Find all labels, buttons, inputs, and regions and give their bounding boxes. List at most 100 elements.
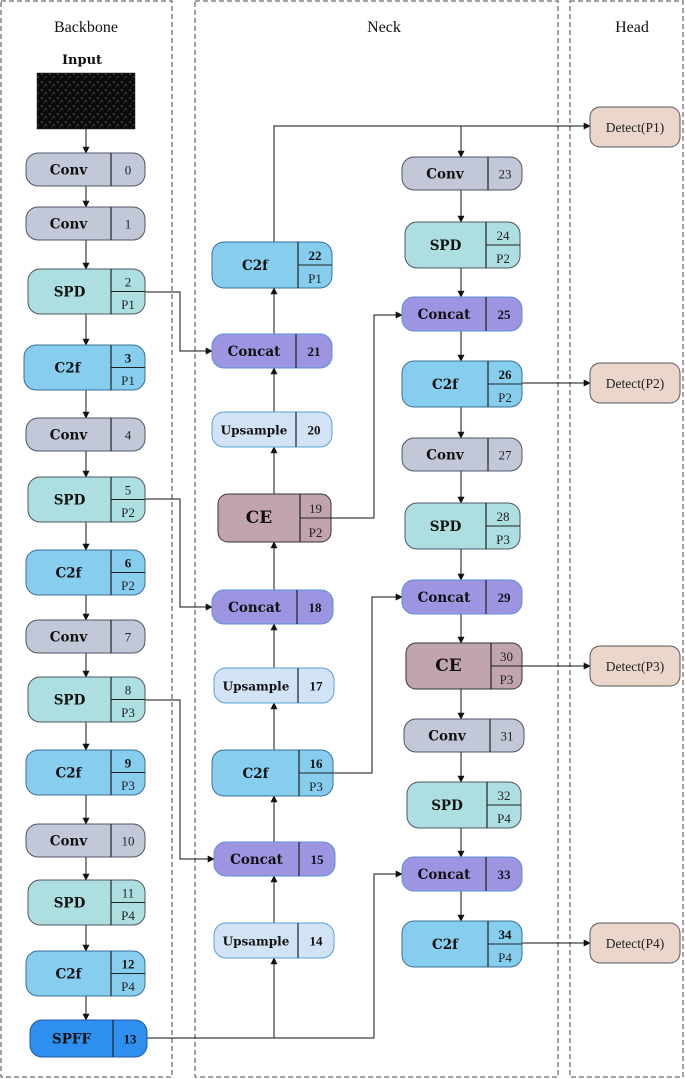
block-name: C2f: [243, 766, 270, 782]
block-box: [25, 152, 146, 187]
detect-label: Detect(P4): [606, 936, 664, 951]
block-name: Conv: [50, 163, 89, 179]
block-scale: P3: [496, 532, 510, 547]
block-name: C2f: [56, 967, 83, 983]
block-name: SPD: [430, 519, 462, 535]
block-name: Conv: [50, 630, 89, 646]
block-scale: P2: [121, 578, 135, 593]
input-label: Input: [62, 53, 102, 68]
block-conv-1: Conv 1: [25, 206, 146, 241]
block-name: CE: [435, 656, 462, 676]
block-name: C2f: [56, 566, 83, 582]
block-name: SPD: [54, 493, 86, 509]
block-name: C2f: [242, 258, 269, 274]
block-scale: P4: [121, 979, 135, 994]
block-conv-10: Conv 10: [25, 823, 146, 858]
block-name: Conv: [426, 167, 465, 183]
block-index: 12: [122, 957, 135, 972]
detect-box: [589, 645, 681, 687]
detect-box: [589, 362, 681, 404]
block-box: [211, 589, 334, 625]
block-index: 20: [308, 423, 321, 438]
block-index: 0: [125, 163, 132, 178]
block-index: 27: [499, 448, 513, 463]
block-index: 10: [122, 834, 135, 849]
block-name: SPD: [431, 798, 463, 814]
edge-arrow: [331, 311, 403, 519]
block-index: 13: [124, 1032, 138, 1047]
block-index: 3: [125, 351, 132, 366]
block-index: 6: [125, 556, 132, 571]
block-index: 19: [309, 501, 322, 516]
detect-label: Detect(P1): [606, 120, 664, 135]
block-name: Upsample: [221, 424, 288, 438]
detect-label: Detect(P3): [606, 659, 664, 674]
block-scale: P3: [121, 705, 135, 720]
block-box: [25, 619, 146, 654]
block-name: Conv: [50, 428, 89, 444]
head-frame: [569, 0, 684, 1078]
block-name: Conv: [50, 217, 89, 233]
backbone-title: Backbone: [54, 19, 118, 36]
input-image: [36, 72, 136, 130]
block-scale: P3: [500, 672, 514, 687]
block-name: Conv: [50, 834, 89, 850]
block-index: 5: [125, 483, 132, 498]
block-name: Upsample: [223, 935, 290, 949]
block-name: Concat: [228, 344, 282, 360]
block-box: [211, 333, 333, 369]
block-name: Conv: [426, 448, 465, 464]
neck-frame: [194, 0, 559, 1078]
block-scale: P2: [121, 505, 135, 520]
block-box: [213, 667, 335, 704]
block-index: 23: [499, 167, 512, 182]
block-box: [401, 856, 523, 892]
block-name: SPD: [54, 896, 86, 912]
block-name: Concat: [228, 600, 282, 616]
block-scale: P3: [309, 779, 323, 794]
block-index: 7: [125, 630, 132, 645]
block-box: [401, 296, 523, 332]
block-name: Concat: [418, 590, 472, 606]
block-index: 32: [498, 788, 511, 803]
block-conv-0: Conv 0: [25, 152, 146, 187]
block-upsample-20: Upsample 20: [211, 411, 333, 448]
block-index: 1: [125, 217, 132, 232]
backbone-frame: [0, 0, 173, 1078]
block-box: [25, 823, 146, 858]
block-index: 21: [308, 344, 321, 359]
edge-arrow: [273, 122, 591, 242]
block-spd-5: SPD 5P2: [27, 476, 146, 523]
edge-arrow: [147, 870, 403, 1039]
block-name: CE: [246, 508, 273, 528]
block-name: C2f: [56, 766, 83, 782]
block-conv-27: Conv 27: [401, 437, 523, 472]
block-index: 30: [500, 649, 513, 664]
edge-arrow: [145, 291, 213, 355]
block-box: [213, 922, 335, 959]
block-index: 31: [501, 729, 514, 744]
block-box: [403, 718, 525, 753]
block-index: 2: [125, 275, 132, 290]
block-box: [401, 156, 523, 191]
block-box: [25, 417, 146, 452]
block-concat-21: Concat 21: [211, 333, 333, 369]
block-scale: P4: [121, 908, 135, 923]
block-index: 25: [498, 307, 512, 322]
block-scale: P1: [121, 373, 135, 388]
